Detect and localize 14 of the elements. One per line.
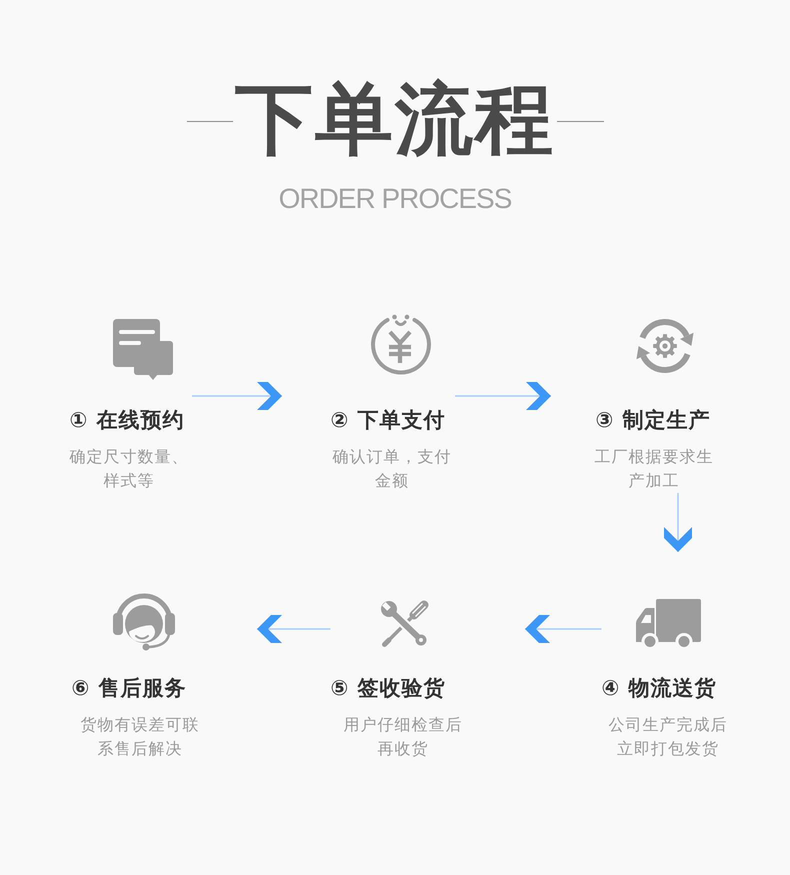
step-description: 货物有误差可联系售后解决 [80, 714, 200, 760]
step-description: 工厂根据要求生产加工 [594, 446, 714, 492]
step-description: 公司生产完成后立即打包发货 [608, 714, 728, 760]
title: 下单流程 [235, 80, 555, 160]
step-title: ② 下单支付 [330, 407, 446, 434]
step-description: 确定尺寸数量、样式等 [68, 446, 190, 492]
step-title: ③ 制定生产 [595, 407, 711, 434]
subtitle: ORDER PROCESS [278, 183, 512, 215]
step-title: ⑤ 签收验货 [330, 675, 446, 702]
step-title: ① 在线预约 [69, 407, 185, 434]
step-description: 确认订单，支付金额 [332, 446, 452, 492]
step-title: ⑥ 售后服务 [71, 675, 187, 702]
step-description: 用户仔细检查后再收货 [342, 714, 464, 760]
step-title: ④ 物流送货 [601, 675, 717, 702]
